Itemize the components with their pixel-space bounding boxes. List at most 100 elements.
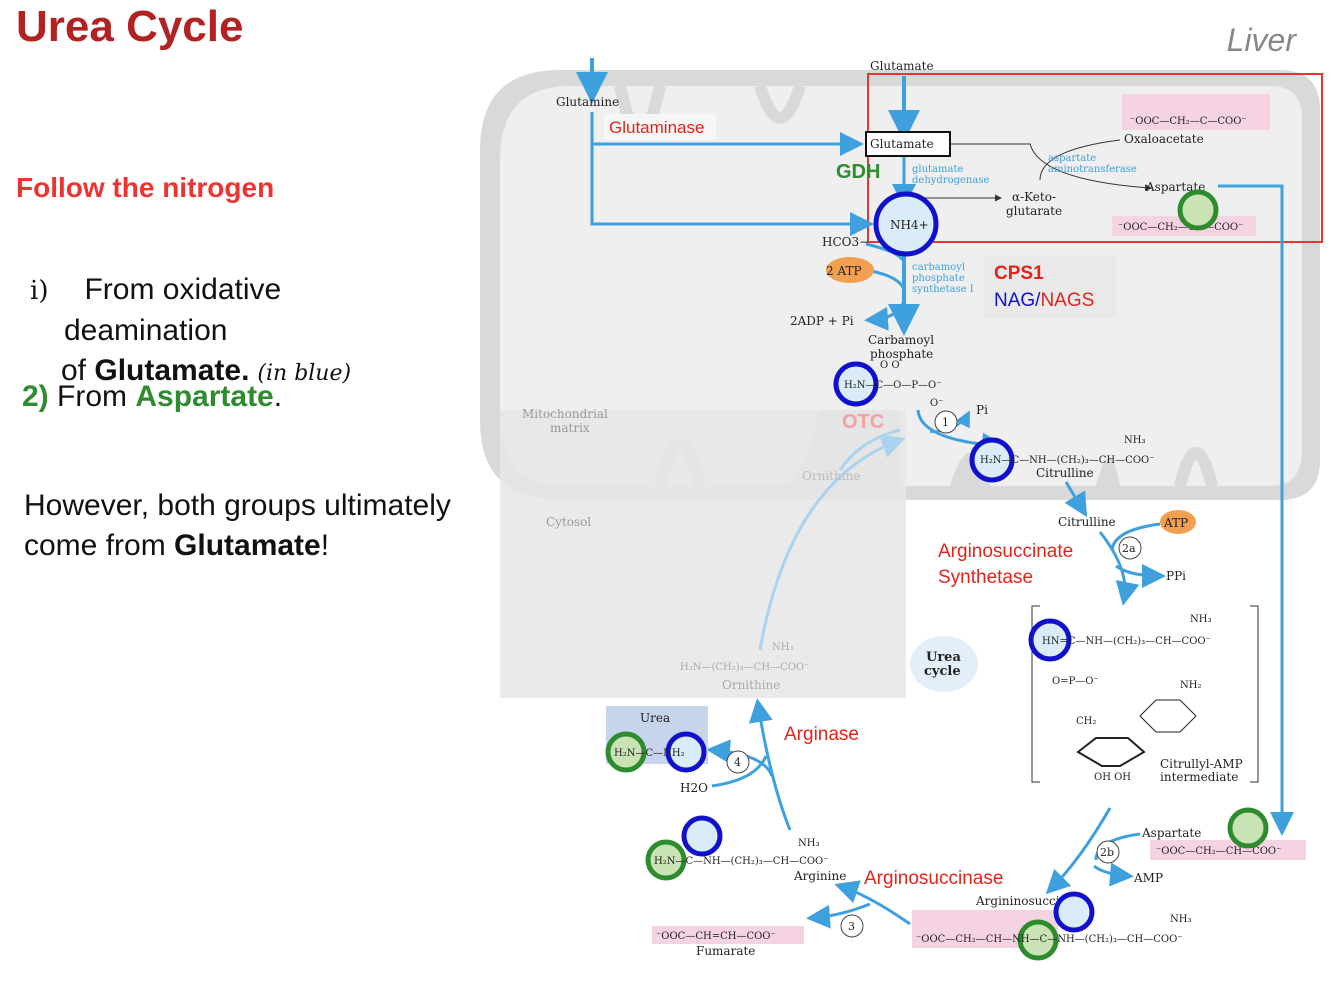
point-1-line-b: deamination [64, 314, 228, 347]
label-pi: Pi [976, 403, 988, 417]
point-2-post: . [273, 380, 283, 413]
argininosuccinate-formula: ⁻OOC—CH₂—CH—NH—C—NH—(CH₂)₃—CH—COO⁻ [916, 934, 1183, 945]
arrow-ornithine-in [838, 428, 901, 471]
point-1: i)From oxidative deamination of Glutamat… [30, 270, 351, 394]
carbamoyl-nitrogen-circle [833, 361, 879, 407]
label-glutamate-box: Glutamate [870, 137, 934, 151]
arrow-step2b [1045, 807, 1112, 895]
label-aketo-1: α-Keto- [1012, 190, 1056, 204]
handwritten-note: (in blue) [257, 361, 352, 386]
label-nags: NAGS [1040, 290, 1094, 311]
urea-cycle-glow [910, 636, 978, 692]
label-ast-1: aspartate [1048, 153, 1096, 164]
label-urea-cycle-2: cycle [924, 664, 961, 679]
citrullyl-phosphate: O=P—O⁻ [1052, 676, 1099, 687]
aspartate-bottom-nitrogen-circle [1227, 807, 1269, 849]
arrow-glutamine-nh4 [590, 144, 874, 236]
arrow-step4 [748, 698, 792, 831]
step-3-circle [840, 914, 864, 938]
citrulline-formula: H₂N—C—NH—(CH₂)₃—CH—COO⁻ [980, 455, 1155, 466]
slide-title: Urea Cycle [16, 2, 244, 51]
step-2b-circle [1096, 840, 1120, 864]
label-ornithine-cyt: Ornithine [722, 678, 780, 692]
label-atp: ATP [1163, 516, 1188, 530]
arrow-oaa [1039, 139, 1121, 181]
label-carbamoyl-2: phosphate [870, 347, 933, 361]
label-glutamine: Glutamine [556, 95, 619, 109]
label-citrullyl-2: intermediate [1160, 770, 1238, 784]
label-oxaloacetate: Oxaloacetate [1124, 132, 1204, 146]
label-cps1: CPS1 [994, 263, 1044, 284]
label-aketo-2: glutarate [1006, 204, 1062, 218]
point-2-number: 2) [22, 380, 49, 413]
argininosuccinate-nh3: NH₃ [1170, 914, 1191, 925]
citrulline-nh3: NH₃ [1124, 435, 1145, 446]
citrulline-nitrogen-circle [969, 437, 1015, 483]
label-carbamoyl-1: Carbamoyl [868, 333, 934, 347]
citrullyl-ch2: CH₂ [1076, 716, 1096, 727]
label-urea: Urea [640, 711, 670, 725]
transamination-box [867, 73, 1323, 243]
label-cytosol: Cytosol [546, 515, 591, 529]
oxaloacetate-formula: ⁻OOC—CH₂—C—COO⁻ [1130, 116, 1247, 127]
carbamoyl-structure-o: O O [880, 360, 900, 371]
urea-formula: H₂N—C—NH₂ [614, 748, 685, 759]
label-arginine: Arginine [793, 869, 846, 883]
adenine-ring [1139, 699, 1197, 733]
carbamoyl-structure-o2: O⁻ [930, 398, 943, 409]
label-nag: NAG/ [994, 290, 1041, 311]
point-2-bold: Aspartate [135, 380, 274, 413]
urea-nitrogen-green [605, 731, 647, 773]
label-mito-1: Mitochondrial [522, 407, 608, 421]
label-arginase: Arginase [784, 724, 859, 745]
conclusion-b-post: ! [320, 529, 330, 562]
label-hco3: HCO3− [822, 235, 869, 249]
fumarate-formula: ⁻OOC—CH=CH—COO⁻ [656, 931, 776, 942]
label-nag-nags: NAG/NAGS [994, 290, 1094, 311]
arrow-adp [864, 299, 906, 331]
ribose-oh: OH OH [1094, 772, 1131, 783]
heading: Follow the nitrogen [16, 172, 275, 203]
citrullyl-formula: HN=C—NH—(CH₂)₃—CH—COO⁻ [1042, 636, 1211, 647]
glutaminase-box [604, 114, 716, 140]
step-2a-circle [1118, 536, 1142, 560]
label-ast-2: aminotransferase [1048, 164, 1137, 175]
arrow-urea-out [706, 739, 774, 777]
label-aspartate-bottom: Aspartate [1141, 826, 1201, 840]
label-urea-cycle-1: Urea [926, 650, 961, 665]
atp2-badge [826, 257, 874, 283]
oxaloacetate-structure [1122, 94, 1270, 130]
arrow-aspartate-shuttle [1218, 184, 1294, 836]
point-1-line-a: From oxidative [84, 273, 282, 306]
conclusion-b-bold: Glutamate [174, 529, 321, 562]
cps1-box [984, 256, 1116, 318]
adenine-nh2: NH₂ [1180, 680, 1201, 691]
arrow-citrulline-out [1064, 481, 1088, 518]
aspartate-top-nitrogen-circle [1177, 189, 1219, 231]
ornithine-nh3: NH₃ [772, 642, 793, 653]
nh4-circle [873, 191, 939, 257]
ribose-ring [1076, 737, 1146, 767]
label-gdh-enzyme-2: dehydrogenase [912, 175, 989, 186]
point-1-line-c: of Glutamate.(in blue) [30, 351, 351, 394]
step-4-circle [726, 750, 750, 774]
label-fumarate: Fumarate [696, 944, 755, 958]
point-2-pre: From [48, 380, 136, 413]
arrow-ornithine-return [758, 434, 906, 651]
label-aspartate-top: Aspartate [1145, 180, 1205, 194]
point-2: 2) From Aspartate. [22, 380, 282, 414]
label-nh4: NH4+ [890, 218, 929, 232]
argininosuccinate-nitrogen-green [1017, 919, 1059, 961]
label-otc: OTC [842, 411, 884, 433]
arginine-nitrogen-green [645, 839, 687, 881]
label-gdh-enzyme-1: glutamate [912, 164, 963, 175]
conclusion-b-pre: come from [24, 529, 175, 562]
arrow-fumarate [806, 902, 871, 929]
fumarate-structure [652, 926, 804, 944]
citrullyl-nitrogen-circle [1028, 618, 1072, 662]
bracket-left [1031, 605, 1040, 783]
argininosuccinate-nitrogen-blue [1053, 891, 1095, 933]
atp-badge [1160, 510, 1196, 534]
arginine-nitrogen-blue [681, 815, 723, 857]
